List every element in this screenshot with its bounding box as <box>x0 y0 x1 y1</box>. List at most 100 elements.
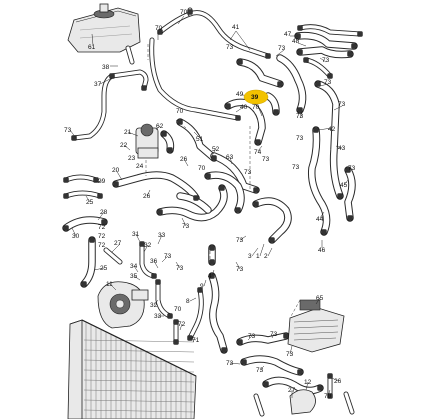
callout-73[interactable]: 73 <box>324 79 332 86</box>
callout-70[interactable]: 70 <box>176 108 184 115</box>
callout-73[interactable]: 73 <box>296 113 304 120</box>
leader-line <box>257 145 263 152</box>
callout-73[interactable]: 73 <box>64 127 72 134</box>
callout-11[interactable]: 11 <box>106 281 113 288</box>
hose-clamp <box>167 147 173 153</box>
callout-63[interactable]: 63 <box>226 154 234 161</box>
callout-46[interactable]: 46 <box>318 247 326 254</box>
callout-70[interactable]: 70 <box>252 104 260 111</box>
leader-line <box>229 30 237 41</box>
callout-1[interactable]: 1 <box>256 253 260 260</box>
callout-45[interactable]: 45 <box>340 182 348 189</box>
hose-clamp <box>225 103 231 109</box>
callout-32[interactable]: 32 <box>150 302 158 309</box>
callout-9[interactable]: 9 <box>200 283 204 290</box>
callout-48[interactable]: 48 <box>292 38 300 45</box>
callout-73[interactable]: 73 <box>226 44 234 51</box>
callout-74[interactable]: 74 <box>254 149 262 156</box>
leader-line <box>99 77 113 85</box>
callout-70[interactable]: 70 <box>155 25 163 32</box>
callout-33[interactable]: 33 <box>154 313 162 320</box>
callout-23[interactable]: 23 <box>128 155 136 162</box>
callout-72[interactable]: 72 <box>98 242 106 249</box>
callout-38[interactable]: 38 <box>102 64 110 71</box>
callout-73[interactable]: 73 <box>322 57 330 64</box>
callout-20[interactable]: 20 <box>112 167 120 174</box>
callout-37[interactable]: 37 <box>94 81 102 88</box>
callout-52[interactable]: 52 <box>212 146 220 153</box>
callout-30[interactable]: 30 <box>72 233 80 240</box>
callout-28[interactable]: 28 <box>100 209 108 216</box>
callout-73[interactable]: 73 <box>182 223 190 230</box>
callout-51[interactable]: 51 <box>196 136 204 143</box>
callout-42[interactable]: 42 <box>328 126 336 133</box>
callout-32[interactable]: 32 <box>144 242 152 249</box>
callout-73[interactable]: 73 <box>236 266 244 273</box>
leader-line <box>203 279 207 287</box>
callout-25[interactable]: 25 <box>100 265 108 272</box>
callout-73[interactable]: 73 <box>270 331 278 338</box>
hose-clamp <box>321 229 327 235</box>
callout-25[interactable]: 25 <box>86 199 94 206</box>
callout-24[interactable]: 24 <box>136 163 144 170</box>
callout-70[interactable]: 70 <box>198 165 206 172</box>
callout-73[interactable]: 73 <box>226 360 234 367</box>
callout-73[interactable]: 73 <box>244 169 252 176</box>
hose-clamp <box>255 139 261 145</box>
callout-73[interactable]: 73 <box>256 367 264 374</box>
callout-73[interactable]: 73 <box>296 135 304 142</box>
callout-73[interactable]: 73 <box>292 164 300 171</box>
callout-65[interactable]: 65 <box>316 295 324 302</box>
callout-26[interactable]: 26 <box>180 156 188 163</box>
callout-49[interactable]: 49 <box>236 91 244 98</box>
callout-73[interactable]: 73 <box>248 333 256 340</box>
callout-73[interactable]: 73 <box>348 165 356 172</box>
callout-70[interactable]: 70 <box>324 393 332 400</box>
callout-4[interactable]: 4 <box>208 273 212 280</box>
callout-71[interactable]: 71 <box>192 337 200 344</box>
callout-73[interactable]: 73 <box>236 237 244 244</box>
callout-44[interactable]: 44 <box>316 216 324 223</box>
callout-73[interactable]: 73 <box>338 101 346 108</box>
leader-line <box>305 381 309 391</box>
leader-line <box>157 234 163 245</box>
callout-61[interactable]: 61 <box>88 44 96 51</box>
callout-47[interactable]: 47 <box>284 31 292 38</box>
callout-26[interactable]: 26 <box>334 378 342 385</box>
leader-line <box>343 179 349 186</box>
callout-40[interactable]: 40 <box>240 104 248 111</box>
callout-72[interactable]: 72 <box>98 233 106 240</box>
callout-12[interactable]: 12 <box>304 379 312 386</box>
callout-72[interactable]: 72 <box>178 321 186 328</box>
callout-33[interactable]: 33 <box>158 232 166 239</box>
leader-line <box>143 244 149 253</box>
callout-27[interactable]: 27 <box>288 387 296 394</box>
callout-39[interactable]: 39 <box>251 94 259 101</box>
callout-72[interactable]: 72 <box>98 224 106 231</box>
callout-26[interactable]: 26 <box>143 193 151 200</box>
callout-31[interactable]: 31 <box>132 231 140 238</box>
callout-34[interactable]: 34 <box>130 263 138 270</box>
callout-73[interactable]: 73 <box>286 351 294 358</box>
callout-70[interactable]: 70 <box>174 306 182 313</box>
callout-43[interactable]: 43 <box>338 145 346 152</box>
leader-line <box>123 144 131 151</box>
callout-70[interactable]: 70 <box>180 9 188 16</box>
callout-29[interactable]: 29 <box>98 178 106 185</box>
callout-73[interactable]: 73 <box>164 253 172 260</box>
callout-8[interactable]: 8 <box>186 298 190 305</box>
callout-73[interactable]: 73 <box>262 156 270 163</box>
callout-27[interactable]: 27 <box>114 240 122 247</box>
leader-line <box>229 362 241 365</box>
hose-clamp <box>347 215 353 221</box>
callout-62[interactable]: 62 <box>156 123 164 130</box>
callout-3[interactable]: 3 <box>248 253 252 260</box>
callout-21[interactable]: 21 <box>124 129 132 136</box>
callout-73[interactable]: 73 <box>278 45 286 52</box>
callout-22[interactable]: 22 <box>120 142 128 149</box>
callout-41[interactable]: 41 <box>232 24 240 31</box>
callout-2[interactable]: 2 <box>264 253 268 260</box>
callout-36[interactable]: 36 <box>150 258 158 265</box>
callout-35[interactable]: 35 <box>130 273 138 280</box>
callout-73[interactable]: 73 <box>176 265 184 272</box>
